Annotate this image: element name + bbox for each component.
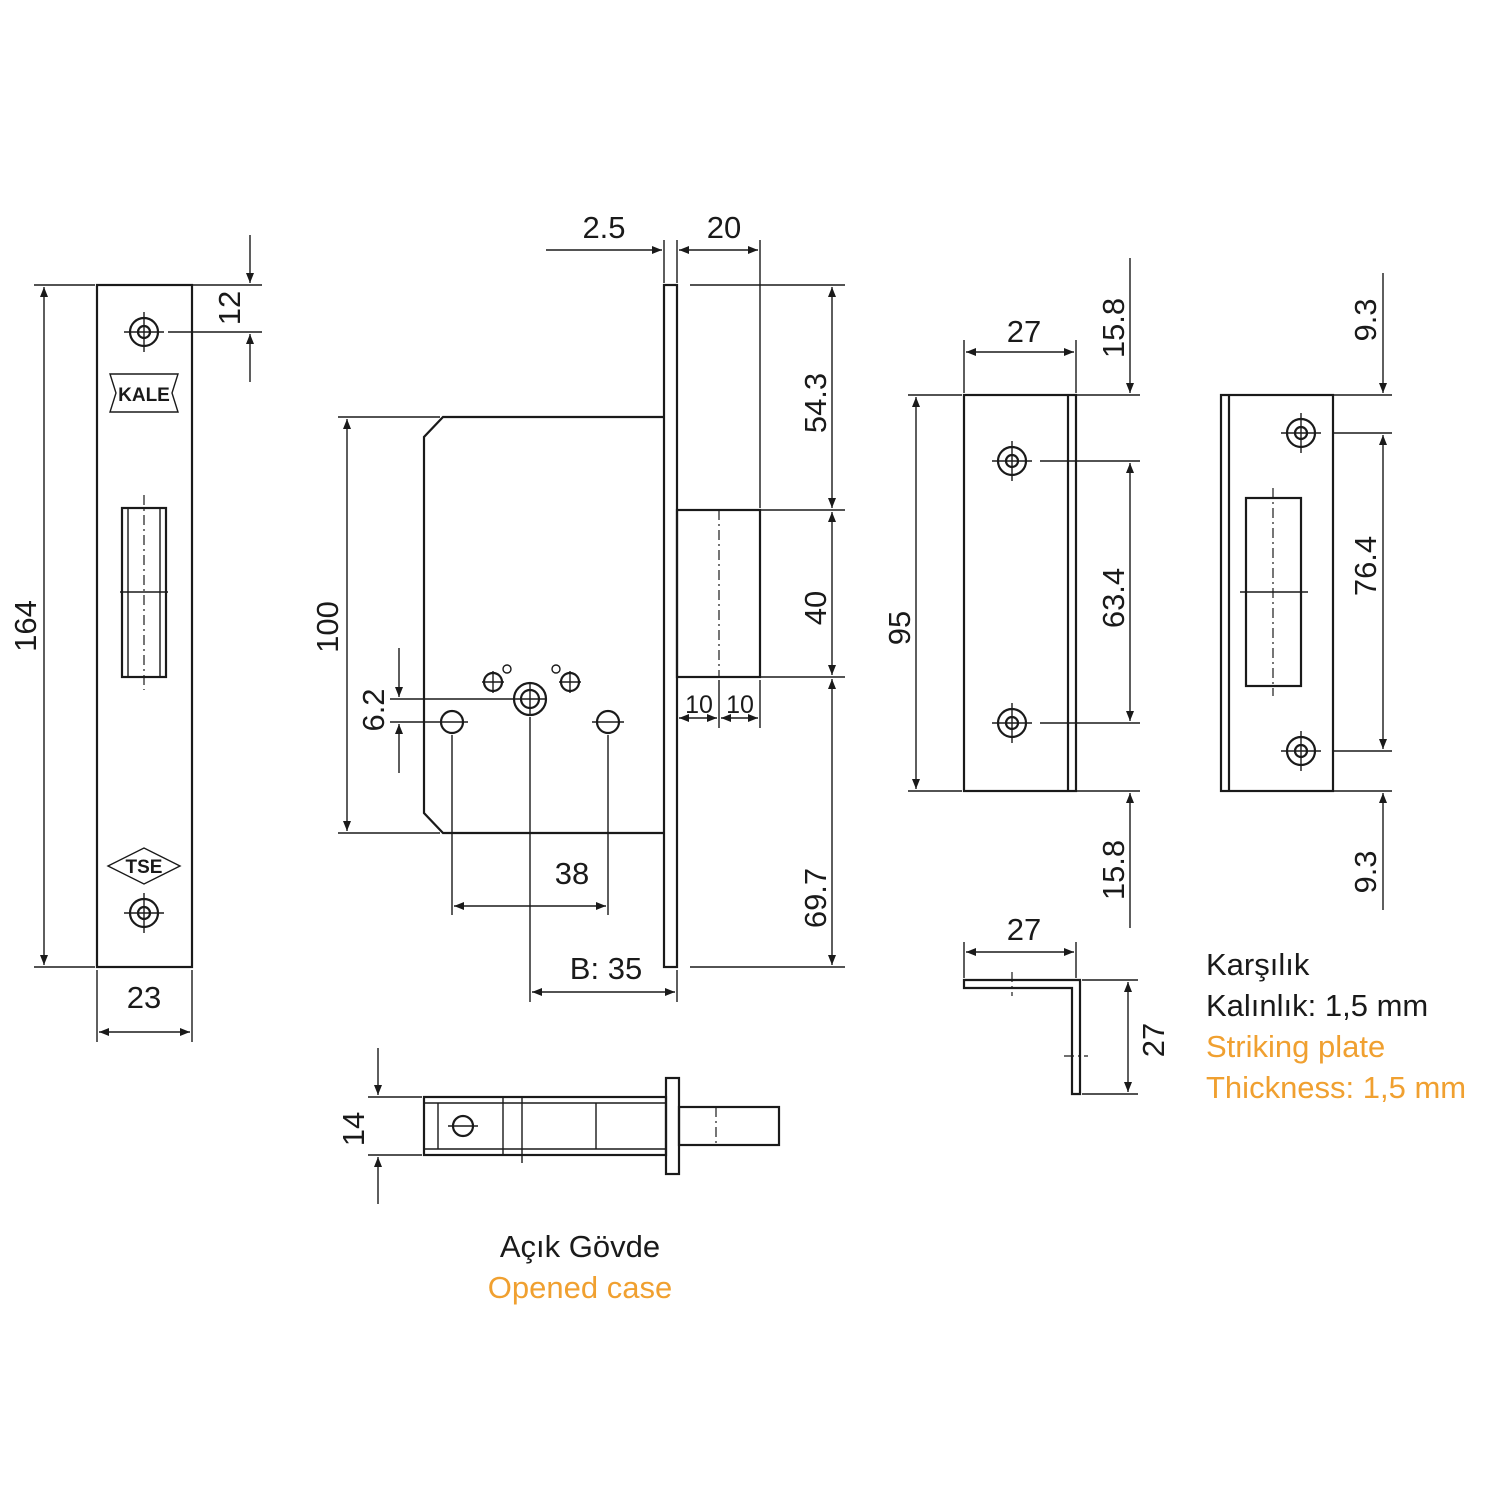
case-height-dimension: 100 <box>310 416 440 834</box>
strike-front-bolt-opening <box>1240 488 1308 696</box>
lock-top-dim-label: 54.3 <box>798 373 833 433</box>
strike-front-bottom-screw-hole <box>1281 731 1321 771</box>
strike-side-width-dimension: 27 <box>963 314 1077 393</box>
tse-logo-text: TSE <box>126 857 163 878</box>
opened-case-screw-hole <box>448 1114 478 1138</box>
strike-profile-height-label: 27 <box>1136 1023 1171 1057</box>
opened-case-bolt <box>677 1105 781 1147</box>
key-hub <box>512 681 548 717</box>
strike-profile-outline <box>962 978 1082 1096</box>
opened-case-view: 14 Açık Gövde Opened case <box>336 1048 781 1305</box>
lever-pin-left <box>482 664 512 693</box>
faceplate-width-label: 23 <box>127 980 161 1015</box>
lever-pin-right <box>551 664 581 693</box>
faceplate-outline <box>95 283 194 969</box>
strike-plate-front-view: 9.3 76.4 9.3 <box>1219 273 1392 910</box>
spindle-offset-label: 6.2 <box>356 688 391 731</box>
kale-logo-text: KALE <box>118 385 170 406</box>
strike-plate-side-view: 27 95 15.8 63.4 15.8 <box>882 258 1140 928</box>
hole-spacing-label: 38 <box>555 856 589 891</box>
faceplate-top-offset-label: 12 <box>212 291 247 325</box>
opened-case-front-plate <box>664 1076 681 1176</box>
strike-front-top-label: 9.3 <box>1348 298 1383 341</box>
strike-side-top-screw-hole <box>992 441 1032 481</box>
strike-side-height-dimension: 95 <box>882 394 962 792</box>
bolt-projection-label: 20 <box>707 210 741 245</box>
strike-side-vertical-dimensions: 15.8 63.4 15.8 <box>1040 258 1140 928</box>
strike-side-height-label: 95 <box>882 611 917 645</box>
strike-side-bottom-screw-hole <box>992 703 1032 743</box>
faceplate-height-dimension: 164 <box>8 284 95 968</box>
spindle-offset-dimension: 6.2 <box>356 648 514 773</box>
backset-dimension: B: 35 <box>529 717 678 1002</box>
lock-body: 2.5 20 54.3 40 69.7 10 10 <box>310 210 845 1002</box>
case-screw-hole-left <box>436 709 468 735</box>
strike-caption-title-en: Striking plate <box>1206 1029 1385 1064</box>
faceplate-width-dimension: 23 <box>96 970 193 1042</box>
tse-logo: TSE <box>106 847 182 885</box>
bolt-split-dimension: 10 10 <box>679 680 761 728</box>
bolt-split-b-label: 10 <box>726 691 754 719</box>
strike-caption-thickness-en: Thickness: 1,5 mm <box>1206 1070 1466 1105</box>
strike-side-bottom-label: 15.8 <box>1096 840 1131 900</box>
faceplate-bottom-screw-hole <box>124 893 164 933</box>
strike-plate-profile: 27 27 <box>962 912 1171 1096</box>
opened-case-caption-tr: Açık Gövde <box>500 1229 660 1264</box>
case-screw-hole-right <box>592 709 624 735</box>
strike-front-top-screw-hole <box>1281 413 1321 453</box>
faceplate: KALE TSE 164 23 <box>8 235 262 1042</box>
plate-thickness-label: 2.5 <box>582 210 625 245</box>
faceplate-top-screw-hole <box>124 312 164 352</box>
case-height-label: 100 <box>310 601 345 653</box>
lock-front-plate <box>662 283 679 969</box>
kale-logo: KALE <box>109 373 179 413</box>
strike-profile-width-dimension: 27 <box>963 912 1077 978</box>
bolt-split-a-label: 10 <box>685 691 713 719</box>
strike-front-mid-label: 76.4 <box>1348 536 1383 596</box>
deadbolt <box>675 508 762 679</box>
strike-profile-height-dimension: 27 <box>1082 979 1171 1095</box>
bolt-height-label: 40 <box>798 591 833 625</box>
opened-case-thickness-label: 14 <box>336 1112 371 1146</box>
strike-caption-title-tr: Karşılık <box>1206 947 1310 982</box>
bolt-slot <box>120 495 168 690</box>
opened-case-caption-en: Opened case <box>488 1270 672 1305</box>
strike-front-bottom-label: 9.3 <box>1348 850 1383 893</box>
strike-front-vertical-dimensions: 9.3 76.4 9.3 <box>1333 273 1392 910</box>
backset-label: B: 35 <box>570 951 642 986</box>
strike-side-mid-label: 63.4 <box>1096 568 1131 628</box>
faceplate-height-label: 164 <box>8 600 43 652</box>
lock-case-outline <box>422 415 664 835</box>
lock-bottom-dim-label: 69.7 <box>798 868 833 928</box>
strike-side-top-label: 15.8 <box>1096 298 1131 358</box>
faceplate-top-offset-dimension: 12 <box>168 235 262 382</box>
strike-front-outline <box>1219 393 1335 793</box>
strike-caption-thickness-tr: Kalınlık: 1,5 mm <box>1206 988 1428 1023</box>
strike-side-outline <box>962 393 1078 793</box>
strike-plate-caption: Karşılık Kalınlık: 1,5 mm Striking plate… <box>1206 947 1466 1105</box>
front-plate-vertical-dimensions: 54.3 40 69.7 <box>690 284 845 968</box>
plate-thickness-dimension: 2.5 <box>546 210 678 283</box>
bolt-projection-dimension: 20 <box>679 210 761 508</box>
strike-side-width-label: 27 <box>1007 314 1041 349</box>
strike-profile-width-label: 27 <box>1007 912 1041 947</box>
opened-case-thickness-dimension: 14 <box>336 1048 422 1204</box>
